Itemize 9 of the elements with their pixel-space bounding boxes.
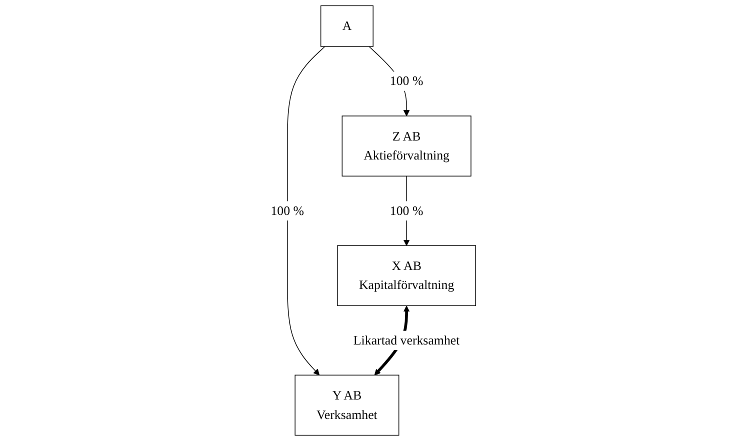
edge-label: 100 % xyxy=(390,203,424,218)
edge-label: 100 % xyxy=(390,74,424,88)
edge-label: Likartad verksamhet xyxy=(354,332,460,348)
node-box: Z AB Aktieförvaltning xyxy=(342,116,472,176)
edge-label: 100 % xyxy=(271,203,304,218)
arrow xyxy=(287,46,326,376)
node-box: X AB Kapitalförvaltning xyxy=(337,245,476,306)
node-box: Y AB Verksamhet xyxy=(295,374,400,436)
node-box: A xyxy=(320,5,374,47)
